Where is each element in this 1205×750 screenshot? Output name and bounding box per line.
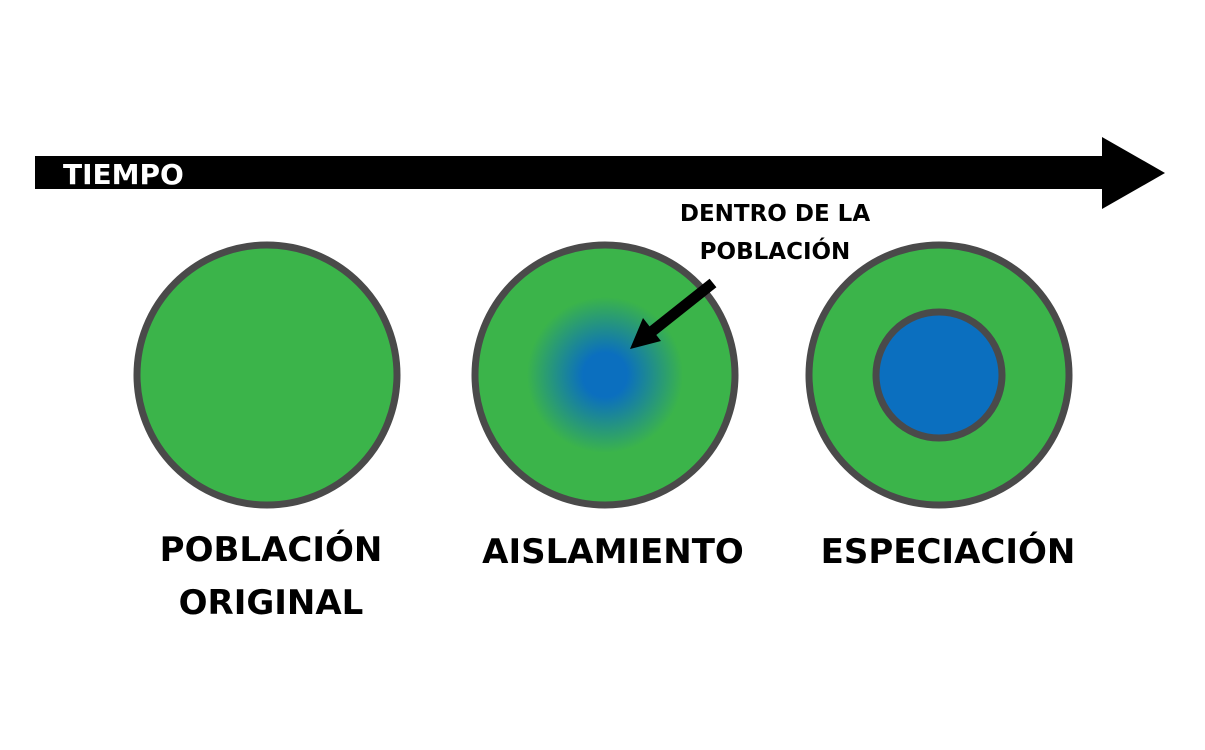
stage-label-original-1: POBLACIÓN xyxy=(160,529,383,570)
time-arrow: TIEMPO xyxy=(35,137,1165,209)
stage-label-isolation: AISLAMIENTO xyxy=(482,532,744,572)
annotation-line2: POBLACIÓN xyxy=(700,237,851,265)
pointer-arrow xyxy=(630,278,717,349)
time-label: TIEMPO xyxy=(63,158,184,191)
isolation-circle xyxy=(471,241,739,509)
annotation-line1: DENTRO DE LA xyxy=(680,201,870,227)
stage-label-speciation: ESPECIACIÓN xyxy=(821,531,1076,572)
original-population-circle xyxy=(133,241,401,509)
stage-label-original-2: ORIGINAL xyxy=(179,583,364,623)
new-species-circle xyxy=(872,308,1006,442)
speciation-circle xyxy=(805,241,1073,509)
